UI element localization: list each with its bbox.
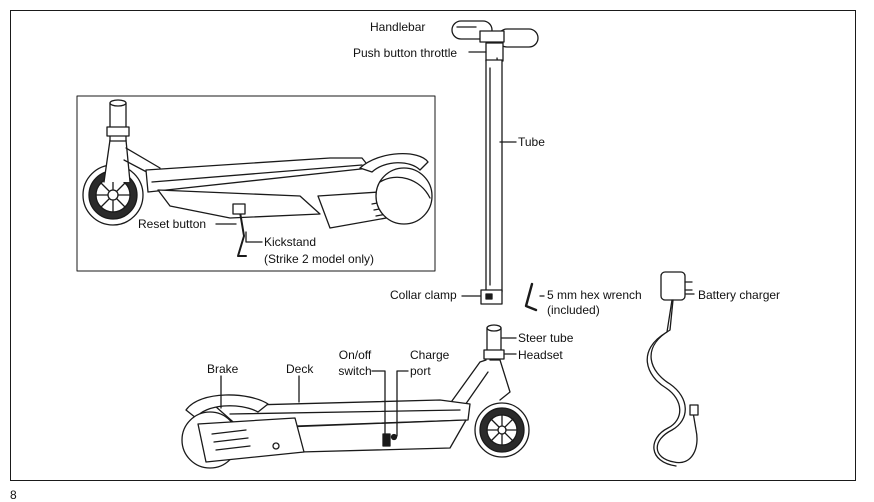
battery-charger-illustration bbox=[646, 271, 699, 467]
label-brake: Brake bbox=[207, 362, 239, 376]
label-tube: Tube bbox=[518, 135, 545, 149]
label-collar-clamp: Collar clamp bbox=[390, 288, 457, 302]
label-kickstand: Kickstand bbox=[264, 235, 317, 249]
label-handlebar: Handlebar bbox=[370, 20, 426, 34]
label-reset-button: Reset button bbox=[138, 217, 207, 231]
hex-wrench-illustration bbox=[524, 282, 538, 312]
label-push-button-throttle: Push button throttle bbox=[353, 46, 458, 60]
label-charge-line1: Charge bbox=[410, 348, 450, 362]
label-kickstand-note: (Strike 2 model only) bbox=[264, 252, 375, 266]
label-hex-wrench: 5 mm hex wrench bbox=[547, 288, 642, 302]
handlebar-tube-illustration bbox=[451, 20, 539, 305]
label-onoff-line1: On/off bbox=[338, 348, 372, 362]
diagram-frame bbox=[10, 10, 856, 481]
label-charge-line2: port bbox=[410, 364, 431, 378]
leader-charge-port bbox=[396, 370, 409, 437]
label-headset: Headset bbox=[518, 348, 563, 362]
label-battery-charger: Battery charger bbox=[698, 288, 781, 302]
inset-scooter-illustration bbox=[82, 99, 433, 257]
label-onoff-line2: switch bbox=[338, 364, 372, 378]
main-scooter-illustration bbox=[181, 324, 530, 469]
page-number: 8 bbox=[10, 488, 17, 502]
inset-box bbox=[76, 95, 436, 272]
leader-onoff bbox=[371, 370, 386, 435]
label-hex-wrench-note: (included) bbox=[547, 303, 600, 317]
label-deck: Deck bbox=[286, 362, 314, 376]
leader-kickstand bbox=[245, 231, 263, 243]
label-steer-tube: Steer tube bbox=[518, 331, 574, 345]
